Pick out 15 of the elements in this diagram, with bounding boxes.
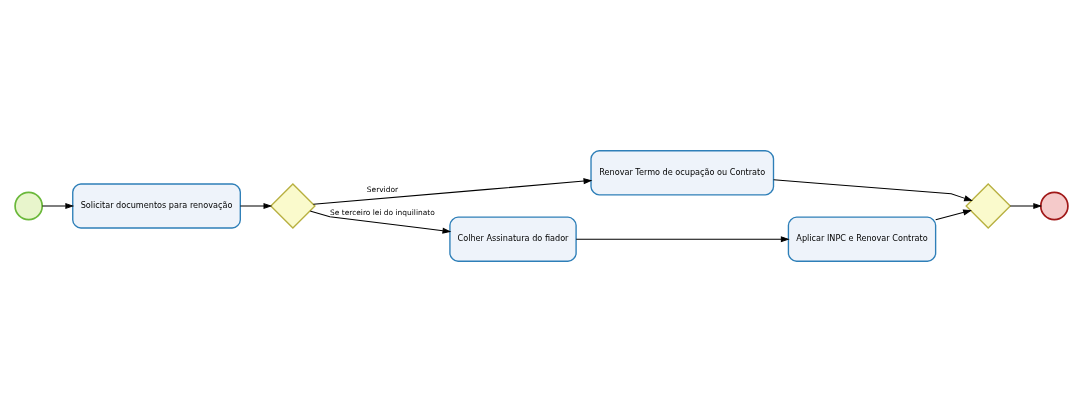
arrow	[309, 210, 452, 234]
arrow	[41, 202, 75, 210]
node-box: Solicitar documentos para renovação	[72, 183, 241, 229]
node-circle	[1039, 191, 1069, 221]
arrow	[575, 236, 790, 243]
arrow	[773, 179, 973, 202]
node-circle	[14, 191, 44, 221]
node-diamond	[269, 183, 316, 229]
arrow	[312, 178, 593, 205]
node-box: Renovar Termo de ocupação ou Contrato	[590, 150, 775, 196]
arrow	[1009, 202, 1043, 210]
arrow	[935, 209, 972, 221]
node-box: Colher Assinatura do fiador	[449, 216, 577, 262]
node-box: Aplicar INPC e Renovar Contrato	[787, 216, 937, 262]
arrow	[239, 202, 273, 210]
